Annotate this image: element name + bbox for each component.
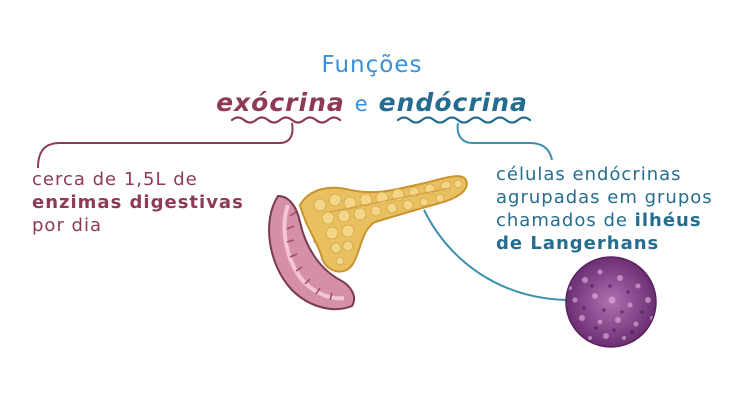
conjunction-label: e: [354, 92, 369, 116]
endocrine-note: células endócrinas agrupadas em grupos c…: [496, 163, 713, 255]
functions-heading: exócrina e endócrina: [0, 88, 744, 117]
islet-pointer-line: [423, 209, 567, 301]
endocrine-note-line4: de Langerhans: [496, 233, 660, 254]
exocrine-squiggle: [230, 116, 342, 124]
exocrine-note-line1: cerca de 1,5L de: [32, 169, 198, 190]
endocrine-note-line1: células endócrinas: [496, 164, 682, 185]
endocrine-squiggle: [396, 116, 532, 124]
endocrine-note-line3-prefix: chamados de: [496, 210, 635, 231]
endocrine-connector-line: [456, 122, 553, 161]
page-title: Funções: [321, 52, 423, 78]
exocrine-connector-line: [37, 122, 294, 169]
exocrine-note-line3: por dia: [32, 215, 103, 236]
endocrine-note-line3: chamados de ilhéus: [496, 209, 713, 232]
islet-micrograph: [565, 256, 657, 348]
exocrine-note-line2: enzimas digestivas: [32, 192, 244, 213]
pancreas-illustration: [298, 175, 468, 273]
endocrine-label: endócrina: [378, 88, 528, 117]
endocrine-note-line3-bold: ilhéus: [634, 210, 702, 231]
endocrine-note-line2: agrupadas em grupos: [496, 187, 713, 208]
exocrine-label: exócrina: [216, 88, 345, 117]
exocrine-note: cerca de 1,5L de enzimas digestivas por …: [32, 168, 244, 237]
